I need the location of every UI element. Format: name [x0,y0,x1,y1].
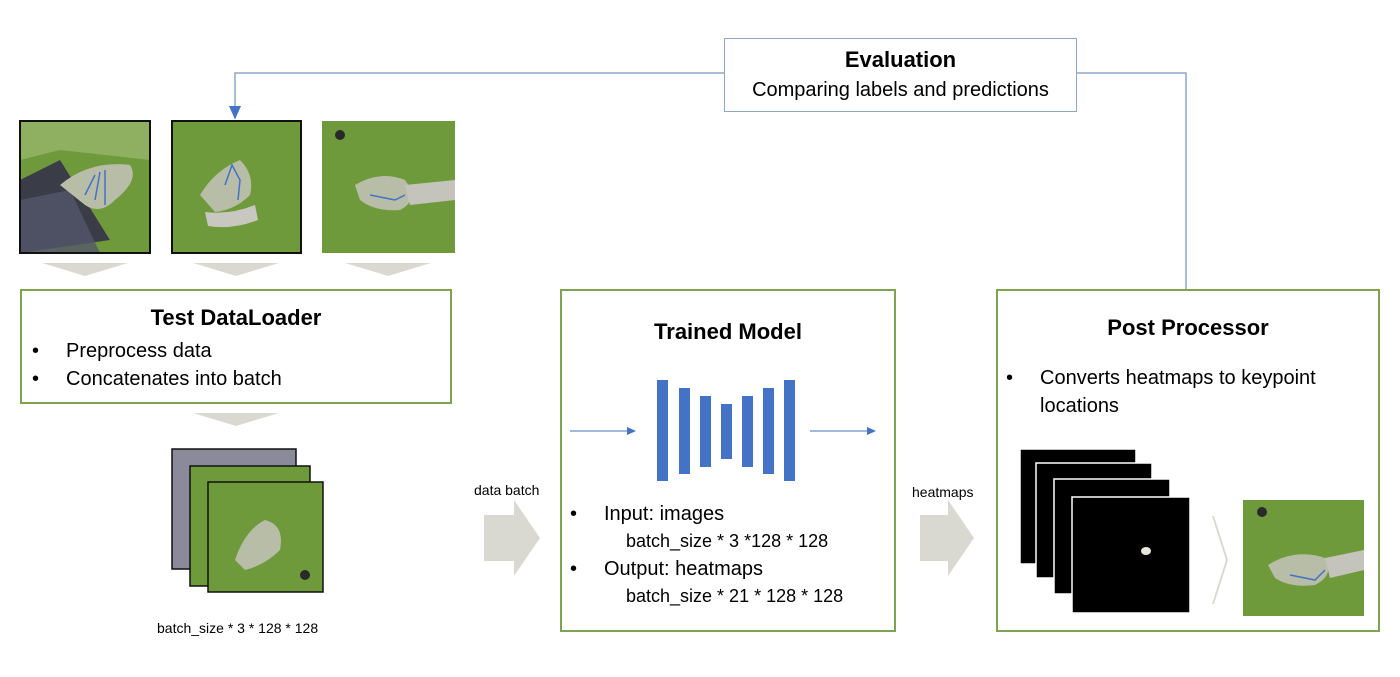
network-layer [700,396,711,467]
network-layer [784,380,795,481]
evaluation-subtitle: Comparing labels and predictions [752,79,1049,101]
bullet-dot: • [32,368,40,390]
bullet-text: Input: images [604,503,725,525]
batch-image-front [207,481,324,593]
postprocessor-to-eval-line [1077,72,1187,290]
heatmaps-label: heatmaps [912,484,974,500]
trained-model-box: Trained Model • Input: images batch_size … [560,289,896,632]
model-input-shape: batch_size * 3 *128 * 128 [626,531,829,551]
dataloader-bullet-2: • Concatenates into batch [32,368,282,391]
bullet-text: Output: heatmaps [604,558,763,580]
model-input-bullet: • Input: images [570,503,724,526]
bullet-text: Preprocess data [66,340,212,362]
down-arrow-1 [42,263,128,276]
heatmap-frame [1071,496,1191,614]
bullet-text: Concatenates into batch [66,368,282,390]
bullet-text: Converts heatmaps to keypoint [1040,367,1316,389]
post-processor-title: Post Processor [1107,315,1269,340]
model-output-bullet: • Output: heatmaps [570,558,763,581]
bullet-dot: • [32,340,40,362]
hand-image-3 [322,121,455,253]
down-arrow-2 [193,263,279,276]
network-layer [721,404,732,459]
data-batch-label: data batch [474,482,540,498]
down-arrow-4 [193,413,279,426]
eval-feedback-line [229,72,724,120]
model-output-shape: batch_size * 21 * 128 * 128 [626,586,844,606]
down-arrow-3 [345,263,431,276]
network-layer [763,388,774,474]
output-chevron [1212,516,1228,604]
hand-image-2 [171,120,302,254]
hand-image-1 [19,120,151,254]
post-processor-bullet-continued: locations [1040,395,1119,417]
dataloader-bullet-1: • Preprocess data [32,340,212,363]
bullet-dot: • [570,558,578,580]
network-layer [657,380,668,481]
heatmap-spot [1141,547,1151,555]
network-layer [679,388,690,474]
network-layer [742,396,753,467]
trained-model-title: Trained Model [654,319,802,344]
dataloader-box: Test DataLoader • Preprocess data • Concat… [20,289,452,404]
evaluation-box: Evaluation Comparing labels and predicti… [724,38,1077,112]
output-hand-image [1243,500,1364,616]
evaluation-title: Evaluation [844,47,957,72]
bullet-dot: • [570,503,578,525]
bullet-dot: • [1006,367,1014,389]
post-processor-bullet: • Converts heatmaps to keypoint [1006,367,1316,390]
dataloader-title: Test DataLoader [150,305,322,330]
batch-shape-label: batch_size * 3 * 128 * 128 [157,620,319,636]
